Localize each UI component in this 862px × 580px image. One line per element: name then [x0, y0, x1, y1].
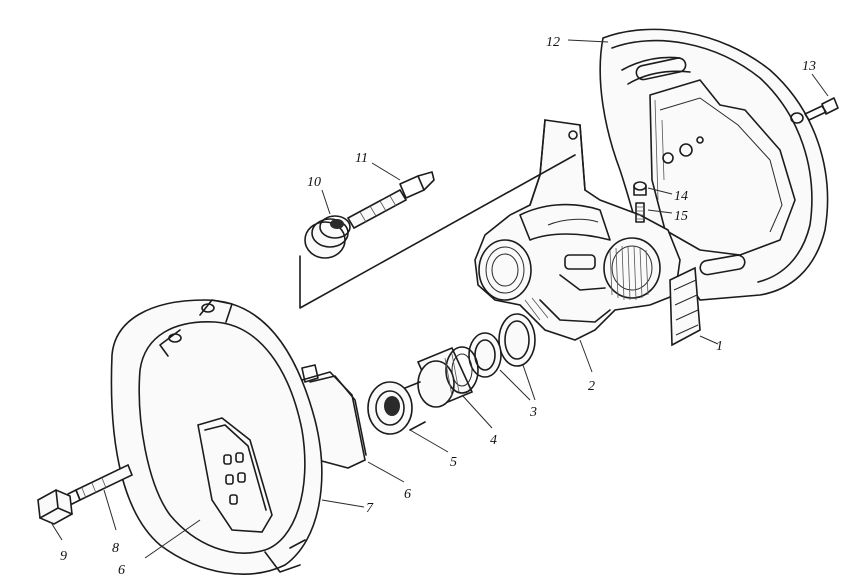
callout-12: 12 — [546, 35, 560, 50]
part-6-pad-inner — [144, 417, 273, 559]
callout-6-outer: 6 — [404, 487, 411, 502]
callout-13: 13 — [802, 59, 816, 74]
callout-15: 15 — [674, 209, 688, 224]
part-14-15-bleeder — [633, 181, 673, 223]
callout-3: 3 — [529, 405, 537, 420]
leader-2 — [579, 339, 593, 373]
callout-8: 8 — [112, 541, 119, 556]
part-8-bolt — [74, 463, 134, 531]
assembly-line-guide — [299, 154, 576, 309]
callout-4: 4 — [490, 433, 497, 448]
callout-6-inner: 6 — [118, 563, 125, 578]
part-9-nut — [37, 489, 81, 541]
callout-7: 7 — [366, 501, 374, 516]
part-3-seal-rings — [468, 313, 536, 401]
part-4-piston — [416, 346, 493, 429]
callout-5: 5 — [450, 455, 457, 470]
part-2-caliper-body — [474, 119, 681, 341]
part-1-clip — [669, 266, 719, 347]
part-10-bushing — [304, 189, 351, 259]
part-13-bolt — [790, 73, 839, 124]
callout-1: 1 — [716, 339, 723, 354]
part-11-guide-pin — [346, 162, 435, 230]
callout-14: 14 — [674, 189, 688, 204]
leader-12 — [567, 39, 609, 43]
callout-11: 11 — [355, 151, 368, 166]
callout-10: 10 — [307, 175, 321, 190]
callout-2: 2 — [588, 379, 595, 394]
callout-9: 9 — [60, 549, 67, 564]
part-5-dust-boot — [367, 381, 449, 453]
